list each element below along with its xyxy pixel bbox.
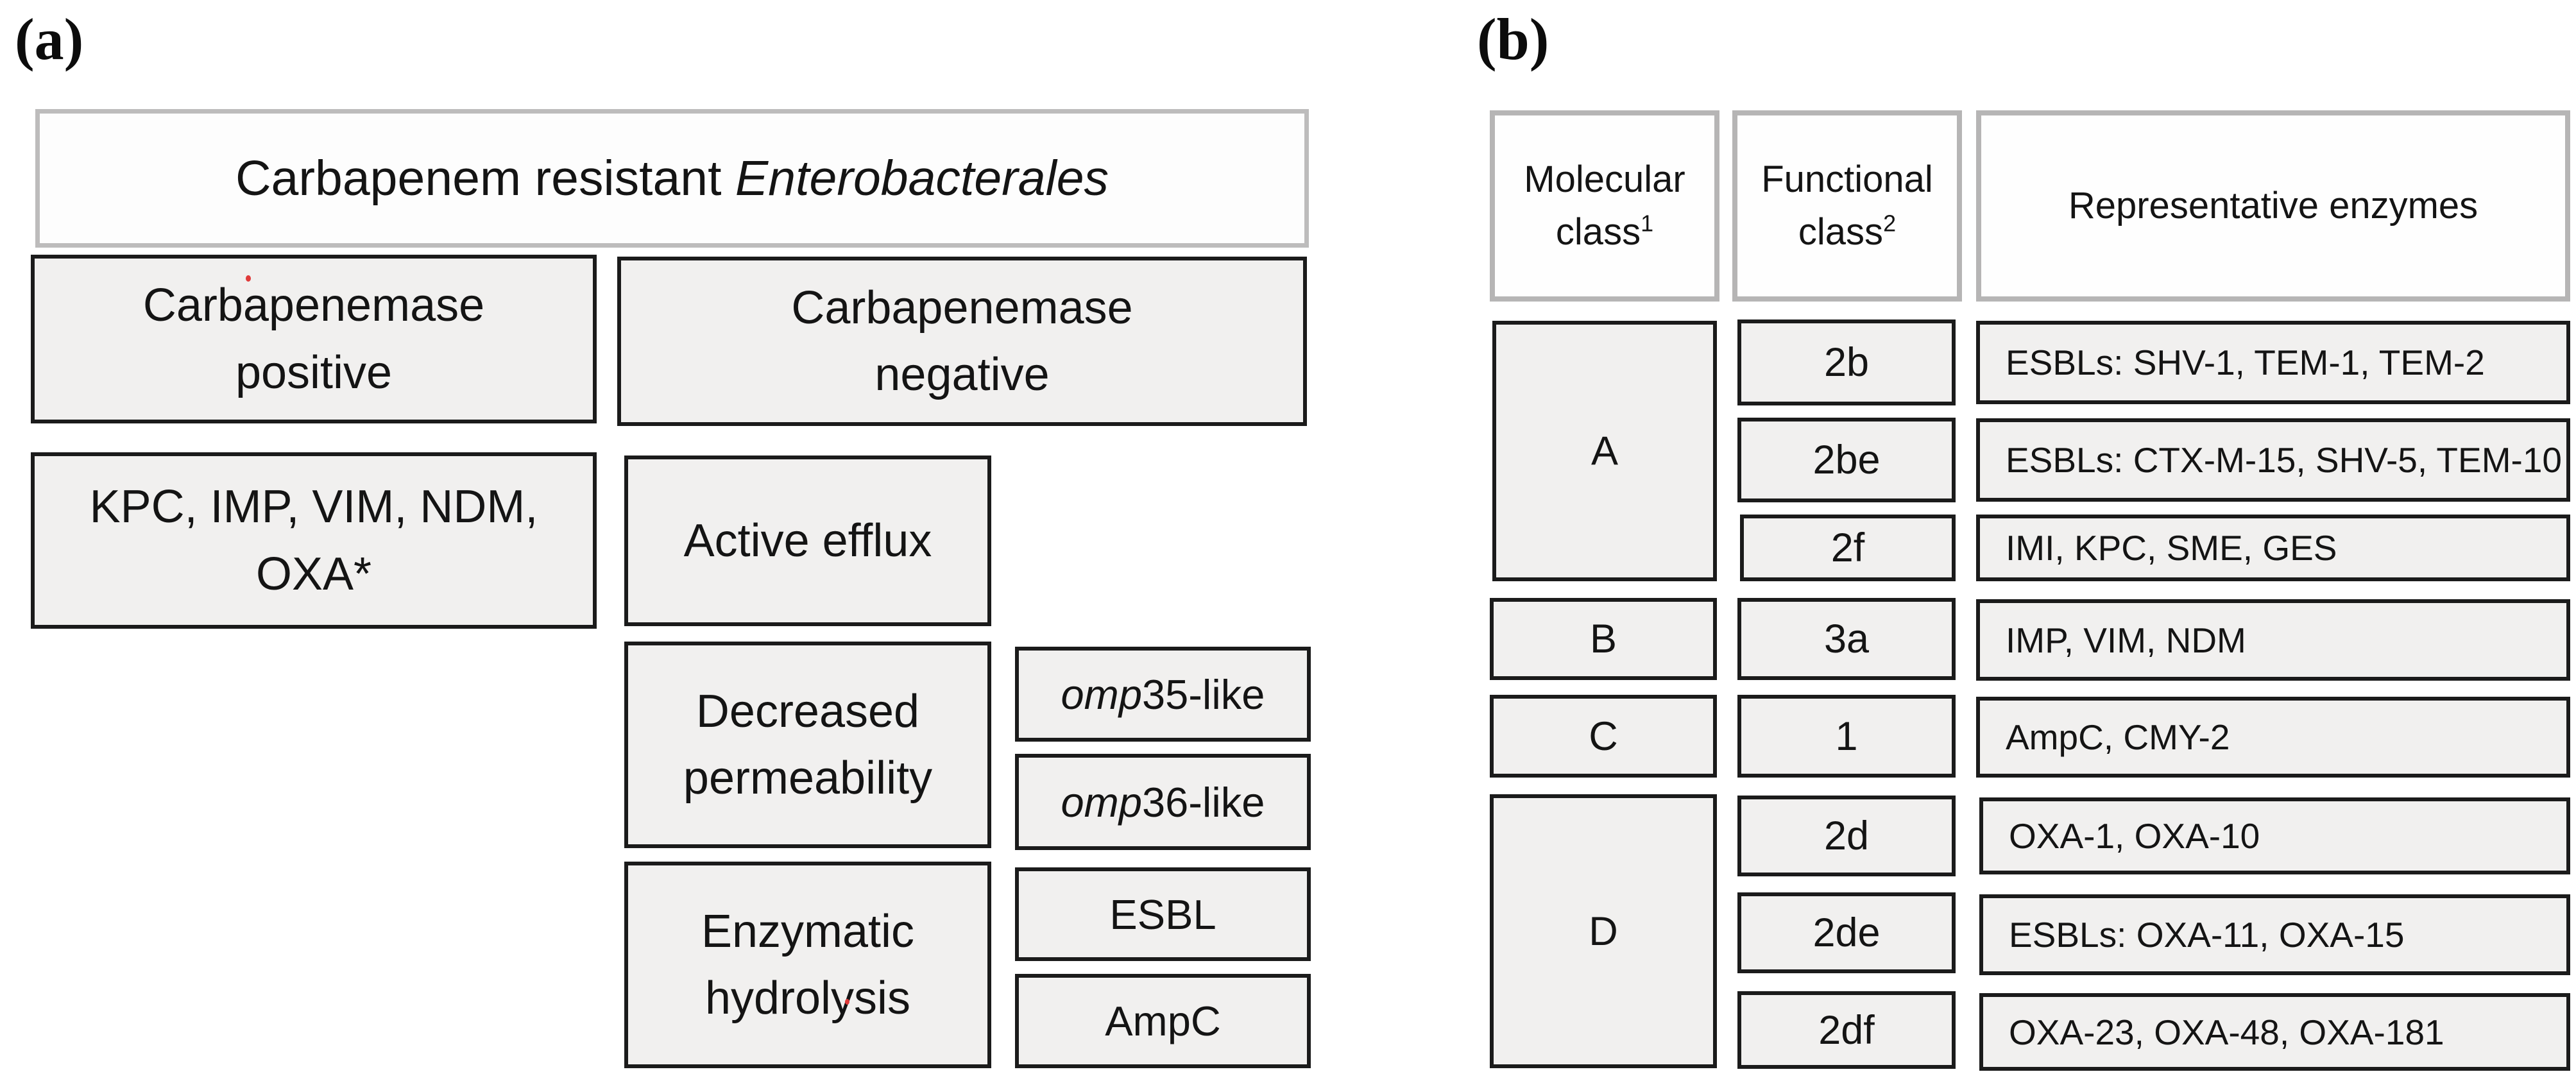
active-efflux-label: Active efflux	[683, 515, 932, 566]
omp36-text: omp36-like	[1061, 778, 1265, 826]
molecular-header-line1: Molecular	[1524, 158, 1685, 200]
representative-enzymes-row-1: AmpC, CMY-2	[1976, 697, 2570, 778]
molecular-header-line2: class	[1555, 211, 1641, 253]
representative-enzymes-row-2be: ESBLs: CTX-M-15, SHV-5, TEM-10	[1976, 418, 2570, 502]
carbapenemase-positive-line1: Carbapenemase	[142, 280, 485, 332]
representative-2be-text: ESBLs: CTX-M-15, SHV-5, TEM-10	[2006, 440, 2563, 480]
molecular-class-header-text: Molecular class1	[1524, 153, 1685, 259]
box-omp36-like: omp36-like	[1015, 754, 1311, 850]
functional-1-label: 1	[1835, 713, 1858, 759]
functional-class-3a: 3a	[1737, 598, 1956, 680]
functional-2d-label: 2d	[1823, 813, 1870, 858]
functional-class-2de: 2de	[1737, 892, 1956, 973]
representative-2f-text: IMI, KPC, SME, GES	[2006, 528, 2337, 568]
functional-header-superscript: 2	[1883, 210, 1897, 237]
esbl-label: ESBL	[1109, 890, 1216, 938]
functional-2b-label: 2b	[1823, 340, 1870, 385]
box-decreased-permeability: Decreased permeability	[624, 642, 991, 848]
functional-class-2d: 2d	[1737, 796, 1956, 876]
header-representative-enzymes: Representative enzymes	[1976, 110, 2570, 302]
functional-2f-label: 2f	[1830, 525, 1865, 570]
panel-b-label: (b)	[1477, 6, 1549, 72]
box-carbapenemase-genes: KPC, IMP, VIM, NDM, OXA*	[31, 452, 597, 629]
carbapenemase-genes-line1: KPC, IMP, VIM, NDM,	[89, 481, 538, 533]
molecular-class-C-label: C	[1589, 713, 1618, 759]
representative-3a-text: IMP, VIM, NDM	[2006, 620, 2246, 660]
representative-1-text: AmpC, CMY-2	[2006, 717, 2230, 757]
representative-2d-text: OXA-1, OXA-10	[2009, 816, 2260, 856]
representative-enzymes-row-2de: ESBLs: OXA-11, OXA-15	[1979, 894, 2570, 975]
representative-2b-text: ESBLs: SHV-1, TEM-1, TEM-2	[2006, 343, 2485, 382]
box-ampc: AmpC	[1015, 974, 1311, 1068]
title-italic-enterobacterales: Enterobacterales	[735, 150, 1109, 206]
functional-header-line2: class	[1798, 211, 1884, 253]
carbapenemase-negative-line2: negative	[874, 349, 1050, 400]
enzymatic-hydrolysis-line2: hydrolysis	[704, 973, 911, 1024]
representative-2de-text: ESBLs: OXA-11, OXA-15	[2009, 915, 2405, 955]
functional-class-2be: 2be	[1737, 418, 1956, 502]
molecular-class-D: D	[1490, 794, 1717, 1068]
red-artifact-dot-1	[246, 275, 251, 282]
omp35-rest: 35-like	[1141, 670, 1265, 718]
molecular-class-A: A	[1492, 321, 1717, 581]
molecular-class-D-label: D	[1589, 908, 1618, 954]
title-text: Carbapenem resistant Enterobacterales	[235, 150, 1109, 207]
representative-enzymes-row-2f: IMI, KPC, SME, GES	[1976, 515, 2570, 581]
ampc-label: AmpC	[1105, 998, 1221, 1044]
omp35-italic: omp	[1061, 670, 1142, 718]
molecular-class-A-label: A	[1591, 429, 1619, 473]
omp35-text: omp35-like	[1061, 670, 1265, 719]
molecular-class-B-label: B	[1589, 617, 1617, 661]
functional-class-2df: 2df	[1737, 991, 1956, 1069]
representative-2df-text: OXA-23, OXA-48, OXA-181	[2009, 1012, 2444, 1052]
functional-2df-label: 2df	[1818, 1007, 1875, 1053]
title-prefix: Carbapenem resistant	[235, 150, 722, 206]
decreased-permeability-line2: permeability	[683, 753, 933, 804]
functional-class-header-text: Functional class2	[1761, 153, 1933, 259]
representative-enzymes-row-2d: OXA-1, OXA-10	[1979, 797, 2570, 874]
molecular-class-C: C	[1490, 695, 1717, 778]
molecular-header-superscript: 1	[1641, 210, 1654, 237]
representative-enzymes-row-3a: IMP, VIM, NDM	[1976, 599, 2570, 681]
functional-3a-label: 3a	[1823, 617, 1870, 661]
box-omp35-like: omp35-like	[1015, 647, 1311, 742]
enzymatic-hydrolysis-line1: Enzymatic	[701, 905, 915, 957]
omp36-italic: omp	[1061, 778, 1142, 826]
box-esbl: ESBL	[1015, 867, 1311, 961]
box-carbapenemase-negative: Carbapenemase negative	[617, 257, 1307, 426]
box-carbapenemase-positive: Carbapenemase positive	[31, 255, 597, 423]
representative-enzymes-row-2b: ESBLs: SHV-1, TEM-1, TEM-2	[1976, 321, 2570, 404]
header-molecular-class: Molecular class1	[1490, 110, 1719, 302]
functional-class-2f: 2f	[1740, 515, 1956, 581]
functional-2be-label: 2be	[1813, 438, 1881, 482]
carbapenemase-negative-line1: Carbapenemase	[791, 282, 1133, 334]
carbapenemase-positive-line2: positive	[235, 346, 393, 398]
panel-a-label: (a)	[15, 6, 84, 72]
box-carbapenem-resistant-title: Carbapenem resistant Enterobacterales	[35, 109, 1309, 248]
molecular-class-B: B	[1490, 598, 1717, 680]
functional-2de-label: 2de	[1813, 910, 1881, 955]
carbapenemase-genes-line2: OXA*	[255, 548, 372, 600]
representative-enzymes-row-2df: OXA-23, OXA-48, OXA-181	[1979, 993, 2570, 1071]
functional-class-2b: 2b	[1737, 319, 1956, 405]
box-active-efflux: Active efflux	[624, 456, 991, 626]
box-enzymatic-hydrolysis: Enzymatic hydrolysis	[624, 862, 991, 1068]
decreased-permeability-line1: Decreased	[695, 685, 920, 737]
representative-enzymes-header-text: Representative enzymes	[2068, 184, 2478, 226]
functional-class-1: 1	[1737, 695, 1956, 778]
functional-header-line1: Functional	[1761, 158, 1933, 200]
red-artifact-dot-2	[845, 999, 849, 1005]
omp36-rest: 36-like	[1141, 778, 1265, 826]
header-functional-class: Functional class2	[1732, 110, 1962, 302]
